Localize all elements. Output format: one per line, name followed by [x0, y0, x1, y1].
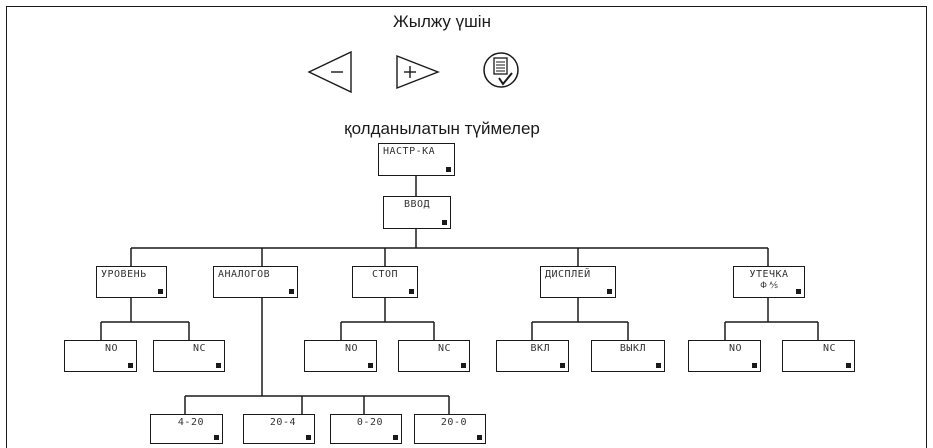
indicator-mark [128, 363, 133, 368]
leak-no-label: NO [728, 343, 742, 354]
leak-label: УТЕЧКА [749, 269, 789, 280]
leak-nc-node: NC [782, 340, 855, 372]
analog-20-0-node: 20-0 [414, 414, 486, 444]
stop-node: СТОП [352, 266, 418, 298]
plus-arrow-icon [396, 54, 440, 90]
level-no-node: NO [64, 340, 137, 372]
indicator-mark [368, 363, 373, 368]
analog-20-4-label: 20-4 [269, 417, 296, 428]
indicator-mark [846, 363, 851, 368]
level-nc-label: NC [192, 343, 206, 354]
indicator-mark [477, 435, 482, 440]
leak-node: УТЕЧКА Ф ⅍ [733, 266, 805, 298]
indicator-mark [656, 363, 661, 368]
stop-no-node: NO [304, 340, 377, 372]
display-off-label: ВЫКЛ [619, 343, 646, 354]
stop-nc-node: NC [398, 340, 470, 372]
level-node: УРОВЕНЬ [96, 266, 167, 298]
analog-20-4-node: 20-4 [243, 414, 315, 444]
indicator-mark [393, 435, 398, 440]
analog-20-0-label: 20-0 [440, 417, 467, 428]
analog-0-20-label: 0-20 [356, 417, 383, 428]
indicator-mark [289, 289, 294, 294]
stop-label: СТОП [371, 269, 399, 280]
root-menu-node: НАСТР-КА [378, 143, 455, 176]
input-menu-label: ВВОД [403, 199, 431, 210]
indicator-mark [214, 435, 219, 440]
level-nc-node: NC [153, 340, 225, 372]
analog-label: АНАЛОГОВ [218, 269, 271, 280]
leak-no-node: NO [688, 340, 761, 372]
display-off-node: ВЫКЛ [591, 340, 665, 372]
leak-nc-label: NC [822, 343, 836, 354]
indicator-mark [752, 363, 757, 368]
indicator-mark [796, 289, 801, 294]
root-menu-label: НАСТР-КА [383, 146, 436, 157]
level-label: УРОВЕНЬ [101, 269, 147, 280]
indicator-mark [158, 289, 163, 294]
display-on-node: ВКЛ [496, 340, 569, 372]
minus-arrow-icon [307, 50, 352, 94]
stop-nc-label: NC [437, 343, 451, 354]
nav-buttons-heading: Жылжу үшін [393, 12, 491, 31]
diagram-frame [6, 6, 927, 448]
analog-4-20-node: 4-20 [150, 414, 223, 444]
display-node: ДИСПЛЕЙ [540, 266, 616, 298]
indicator-mark [216, 363, 221, 368]
stop-no-label: NO [344, 343, 358, 354]
level-no-label: NO [104, 343, 118, 354]
indicator-mark [607, 289, 612, 294]
indicator-mark [409, 289, 414, 294]
analog-node: АНАЛОГОВ [213, 266, 298, 298]
display-label: ДИСПЛЕЙ [545, 269, 591, 280]
input-menu-node: ВВОД [383, 196, 451, 229]
indicator-mark [446, 167, 451, 172]
analog-4-20-label: 4-20 [177, 417, 204, 428]
leak-sub-icons: Ф ⅍ [760, 280, 778, 290]
display-on-label: ВКЛ [530, 343, 550, 354]
nav-buttons-caption: қолданылатын түймелер [344, 119, 540, 138]
indicator-mark [461, 363, 466, 368]
indicator-mark [442, 220, 447, 225]
analog-0-20-node: 0-20 [330, 414, 402, 444]
menu-confirm-icon [483, 52, 519, 88]
indicator-mark [560, 363, 565, 368]
indicator-mark [306, 435, 311, 440]
